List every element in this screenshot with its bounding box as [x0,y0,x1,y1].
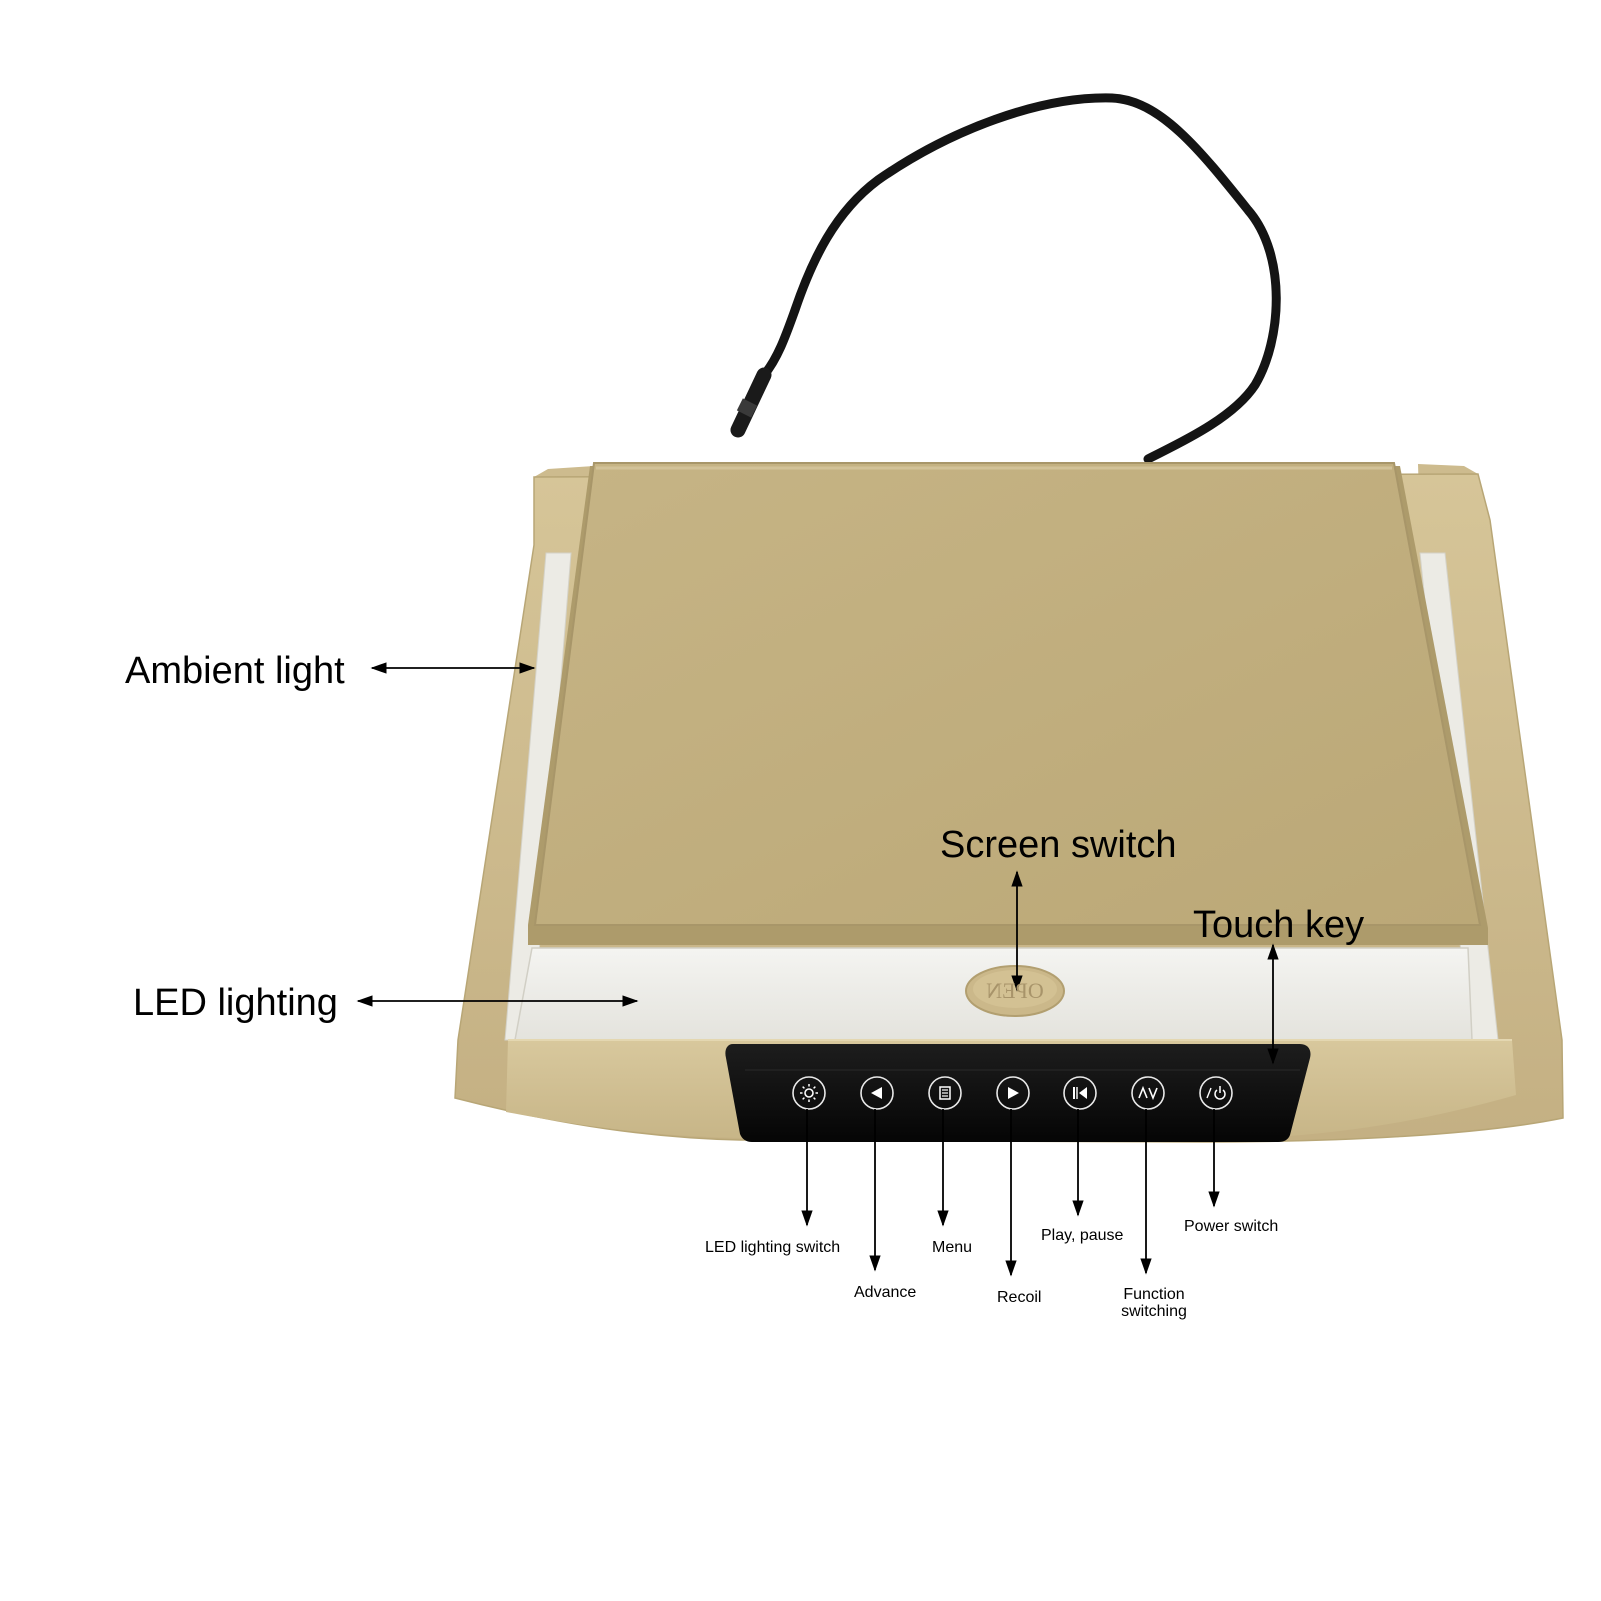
screen-lid [533,462,1482,926]
key-label-menu: Menu [932,1239,973,1256]
triangle-left-icon[interactable] [860,1076,894,1110]
menu-icon[interactable] [928,1076,962,1110]
key-label-led-lighting-switch: LED lighting switch [705,1239,841,1256]
power-cable [759,93,1281,464]
callout-arrows [356,662,1279,1277]
screen-switch-label: Screen switch [940,824,1177,866]
open-button-text: OPEN [986,978,1044,1003]
triangle-right-icon[interactable] [996,1076,1030,1110]
key-label-function-switching: Function switching [1121,1286,1187,1320]
key-label-recoil: Recoil [997,1289,1042,1306]
key-label-play-pause: Play, pause [1041,1227,1124,1244]
led-lighting-label: LED lighting [133,982,338,1024]
ambient-light-label: Ambient light [125,650,345,692]
av-icon[interactable] [1131,1076,1165,1110]
power-icon[interactable] [1199,1076,1233,1110]
touch-key-label: Touch key [1193,904,1365,946]
skip-back-icon[interactable] [1063,1076,1097,1110]
key-icon-group [792,1076,1233,1110]
sun-icon[interactable] [792,1076,826,1110]
key-label-advance: Advance [854,1284,917,1301]
key-label-power-switch: Power switch [1184,1218,1279,1235]
